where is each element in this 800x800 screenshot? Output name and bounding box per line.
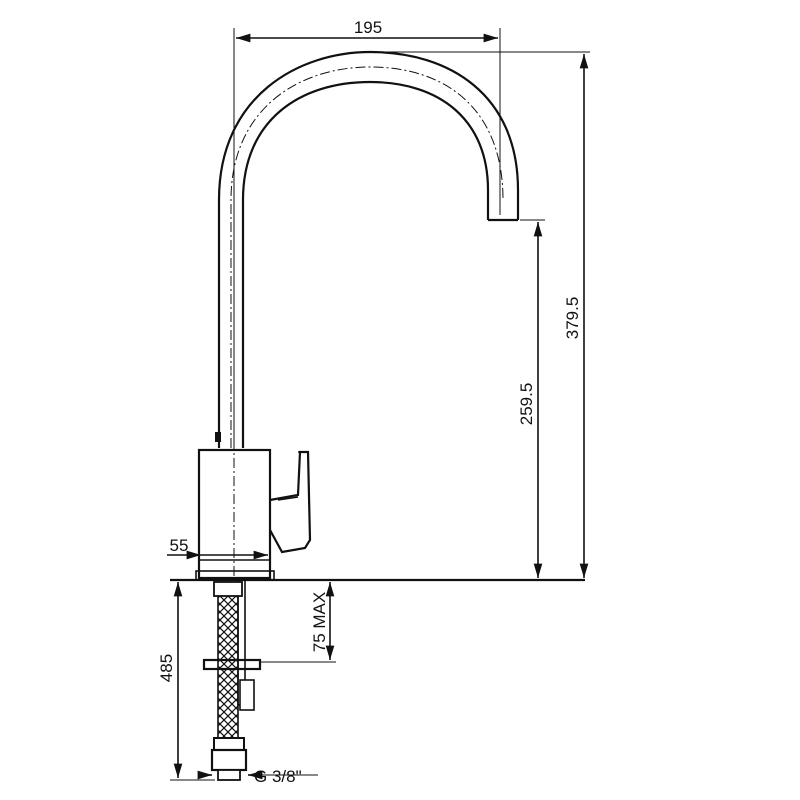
dimension-thread: G 3/8" [197,767,318,786]
dimension-reach: 195 [233,18,501,445]
dim-spout-height-label: 259.5 [517,383,536,426]
hose-end-fitting [239,679,255,711]
spout-outer-edge [217,50,520,448]
dimension-deck-thickness: 75 MAX [260,582,336,663]
hose-connector-tip [217,769,241,781]
faucet [170,50,585,781]
dimension-spout-height: 259.5 [517,219,545,578]
dimension-body-diameter: 55 [167,536,268,560]
spout-inner-edge [241,80,490,448]
hose-connector-nut [213,737,245,751]
base-plate [195,570,275,581]
dim-hose-length-label: 485 [157,654,176,682]
spout-collar-mark [215,432,221,442]
supply-hose-braided [217,587,239,739]
dim-body-diameter-label: 55 [170,536,189,555]
dimension-hose-length: 485 [157,579,215,781]
lever-handle-inner [277,451,304,501]
hose-top-fitting [213,581,243,597]
dim-total-height-label: 379.5 [563,297,582,340]
dim-deck-thickness-label: 75 MAX [310,592,329,652]
dimension-total-height: 379.5 [385,51,590,578]
hose-connector-thread [210,748,248,772]
dim-reach-label: 195 [354,18,382,37]
dim-thread-label: G 3/8" [254,767,302,786]
spout-centerline [230,66,504,448]
lever-handle [269,450,312,554]
